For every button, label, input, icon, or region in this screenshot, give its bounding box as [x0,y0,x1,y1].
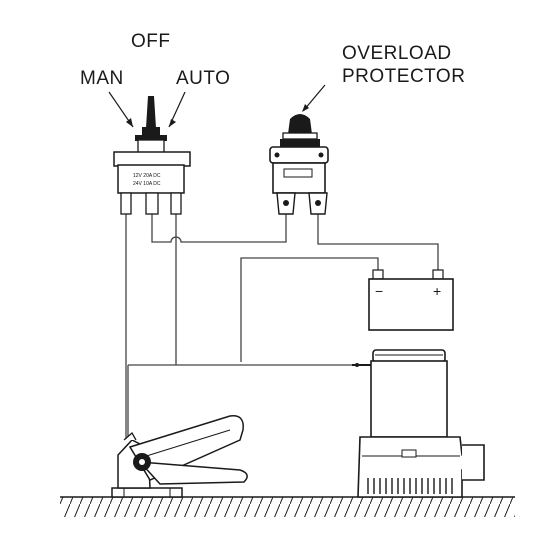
switch-label-man: MAN [80,68,124,89]
battery-negative-sign: − [375,283,383,299]
switch-rating-line1: 12V 20A DC [133,173,161,179]
overload-protector-label-line2: PROTECTOR [342,66,466,87]
battery-positive-sign: + [433,283,441,299]
overload-protector-label-line1: OVERLOAD [342,43,452,64]
bilge-pump [352,349,485,498]
ground [60,496,515,517]
float-switch [111,415,248,498]
switch-rating-line2: 24V 10A DC [133,181,161,187]
switch-label-auto: AUTO [176,68,231,89]
wiring [125,214,439,440]
toggle-switch: 12V 20A DC 24V 10A DC [108,91,191,215]
switch-label-off: OFF [131,31,171,52]
overload-protector [269,84,329,215]
battery: − + [368,269,454,331]
